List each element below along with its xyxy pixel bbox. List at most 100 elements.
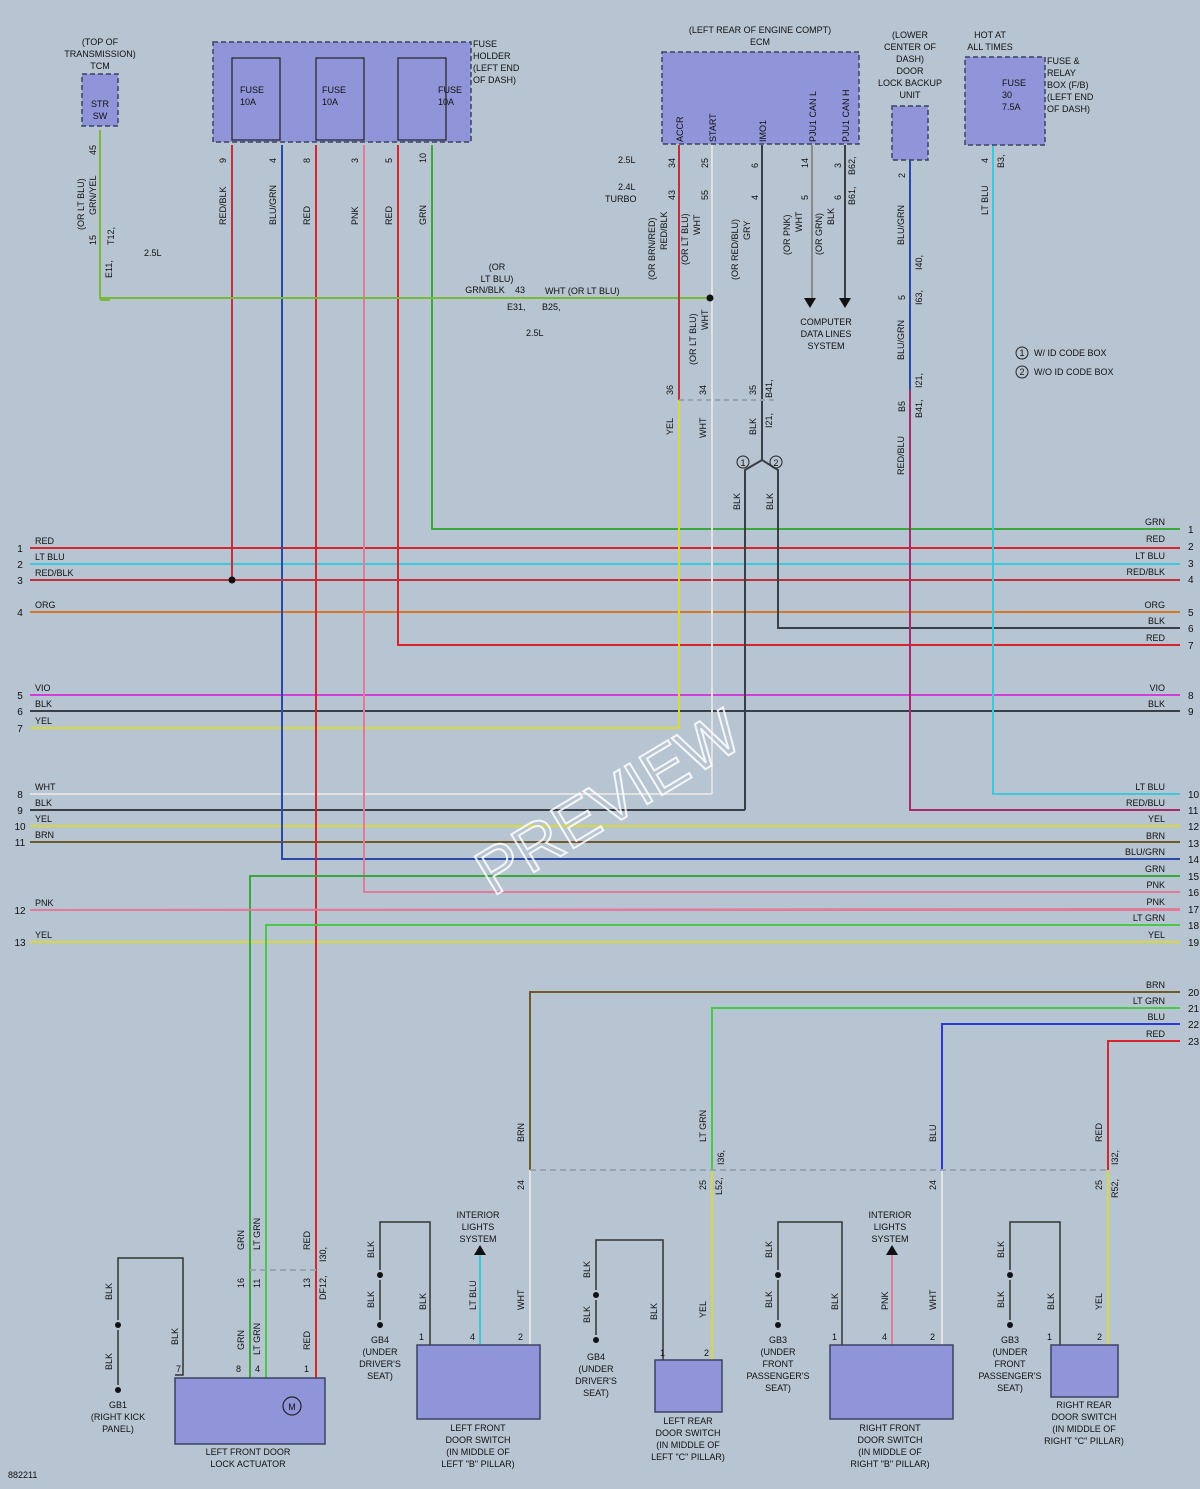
label: DRIVER'S bbox=[359, 1359, 401, 1369]
pin-number: 3 bbox=[350, 158, 360, 163]
left-rear-switch-box bbox=[654, 1359, 723, 1413]
pin-number: I32, bbox=[1110, 1150, 1120, 1165]
label: 4 bbox=[980, 158, 990, 163]
label: 30 bbox=[1002, 90, 1012, 100]
label: DOOR SWITCH bbox=[656, 1428, 721, 1438]
label: BLK bbox=[170, 1328, 180, 1345]
bus-right-number: 3 bbox=[1188, 559, 1194, 570]
bus-left-color: BLK bbox=[35, 798, 52, 808]
bus-right-number: 15 bbox=[1188, 872, 1200, 883]
label: RIGHT "B" PILLAR) bbox=[850, 1459, 929, 1469]
bus-right-color: VIO bbox=[1149, 683, 1165, 693]
label: GB3 bbox=[769, 1335, 787, 1345]
bus-left-number: 7 bbox=[17, 724, 23, 735]
label: ECM bbox=[750, 37, 770, 47]
label: (UNDER bbox=[761, 1347, 796, 1357]
label: LOCK ACTUATOR bbox=[210, 1459, 286, 1469]
label: BLK bbox=[764, 1241, 774, 1258]
label: GRN bbox=[236, 1330, 246, 1350]
ground-point bbox=[593, 1292, 599, 1298]
legend-circle bbox=[1015, 365, 1029, 379]
bus-right-number: 6 bbox=[1188, 624, 1194, 635]
label: 13 bbox=[302, 1278, 312, 1288]
pin-number: 25 bbox=[698, 1180, 708, 1190]
pin-number: 14 bbox=[800, 158, 810, 168]
bus-left-color: YEL bbox=[35, 930, 52, 940]
label: 11 bbox=[252, 1279, 262, 1288]
bus-right-color: LT GRN bbox=[1133, 913, 1165, 923]
label: I21, bbox=[914, 373, 924, 388]
ground-point bbox=[775, 1322, 781, 1328]
label: (IN MIDDLE OF bbox=[858, 1447, 922, 1457]
pin-number: I36, bbox=[716, 1150, 726, 1165]
ecm-pin-name: ACCR bbox=[675, 116, 685, 142]
label: BOX (F/B) bbox=[1047, 80, 1089, 90]
bus-right-number: 12 bbox=[1188, 822, 1200, 833]
label: (UNDER bbox=[363, 1347, 398, 1357]
label: FUSE bbox=[322, 85, 346, 95]
wire-color-label: (OR LT BLU) bbox=[680, 213, 690, 265]
bus-left-color: ORG bbox=[35, 600, 56, 610]
arrow-up-icon bbox=[886, 1245, 898, 1255]
splice-dot bbox=[706, 294, 714, 302]
label: RELAY bbox=[1047, 68, 1076, 78]
bus-right-color: LT BLU bbox=[1135, 551, 1165, 561]
label: WHT bbox=[928, 1289, 938, 1310]
bus-right-number: 13 bbox=[1188, 839, 1200, 850]
bus-right-number: 19 bbox=[1188, 938, 1200, 949]
bus-left-number: 8 bbox=[17, 790, 23, 801]
pin-number: 4 bbox=[750, 195, 760, 200]
wire-color-label: RED bbox=[302, 205, 312, 225]
label: DATA LINES bbox=[801, 329, 852, 339]
label: (RIGHT KICK bbox=[91, 1412, 145, 1422]
pin-number: 3 bbox=[833, 163, 843, 168]
pin-number: 24 bbox=[928, 1180, 938, 1190]
legend-circle bbox=[736, 455, 750, 469]
wire-pnk-17 bbox=[29, 908, 1181, 911]
label: FRONT bbox=[763, 1359, 794, 1369]
pin-number: 4 bbox=[268, 158, 278, 163]
wire-color-label: RED/BLK bbox=[218, 186, 228, 225]
label: LEFT "C" PILLAR) bbox=[651, 1452, 725, 1462]
label: DF12, bbox=[318, 1275, 328, 1300]
label: TURBO bbox=[605, 194, 637, 204]
bus-left-color: YEL bbox=[35, 814, 52, 824]
bus-right-number: 4 bbox=[1188, 575, 1194, 586]
label: WHT (OR LT BLU) bbox=[545, 286, 620, 296]
label: BLK bbox=[764, 1291, 774, 1308]
label: PASSENGER'S bbox=[746, 1371, 809, 1381]
label: 45 bbox=[88, 145, 98, 155]
label: 7.5A bbox=[1002, 102, 1021, 112]
pin-number: 6 bbox=[833, 195, 843, 200]
bus-right-number: 18 bbox=[1188, 921, 1200, 932]
label: BLK bbox=[996, 1291, 1006, 1308]
bus-left-number: 10 bbox=[14, 822, 26, 833]
label: SYSTEM bbox=[871, 1234, 908, 1244]
label: LIGHTS bbox=[874, 1222, 907, 1232]
left-front-actuator-box bbox=[174, 1377, 326, 1445]
pin-number: 8 bbox=[302, 158, 312, 163]
label: BLK bbox=[418, 1293, 428, 1310]
bus-right-color: RED/BLU bbox=[1126, 798, 1165, 808]
label: E31, bbox=[507, 302, 526, 312]
bus-right-number: 21 bbox=[1188, 1004, 1200, 1015]
label: UNIT bbox=[900, 90, 921, 100]
pin-number: 24 bbox=[516, 1180, 526, 1190]
legend-circle bbox=[769, 455, 783, 469]
label: 2.5L bbox=[144, 248, 162, 258]
label: 1 bbox=[304, 1364, 309, 1374]
wire-color-label: LT GRN bbox=[698, 1110, 708, 1142]
label: BLK bbox=[649, 1303, 659, 1320]
label: WHT bbox=[700, 309, 710, 330]
bus-right-color: GRN bbox=[1145, 517, 1165, 527]
wire-color-label: (OR RED/BLU) bbox=[730, 219, 740, 280]
label: BLK bbox=[748, 418, 758, 435]
label: SEAT) bbox=[367, 1371, 393, 1381]
label: SYSTEM bbox=[807, 341, 844, 351]
label: LIGHTS bbox=[462, 1222, 495, 1232]
label: PNK bbox=[880, 1291, 890, 1310]
label: BLK bbox=[104, 1283, 114, 1300]
label: 1 bbox=[419, 1332, 424, 1342]
label: LT GRN bbox=[252, 1218, 262, 1250]
bus-left-number: 2 bbox=[17, 560, 23, 571]
